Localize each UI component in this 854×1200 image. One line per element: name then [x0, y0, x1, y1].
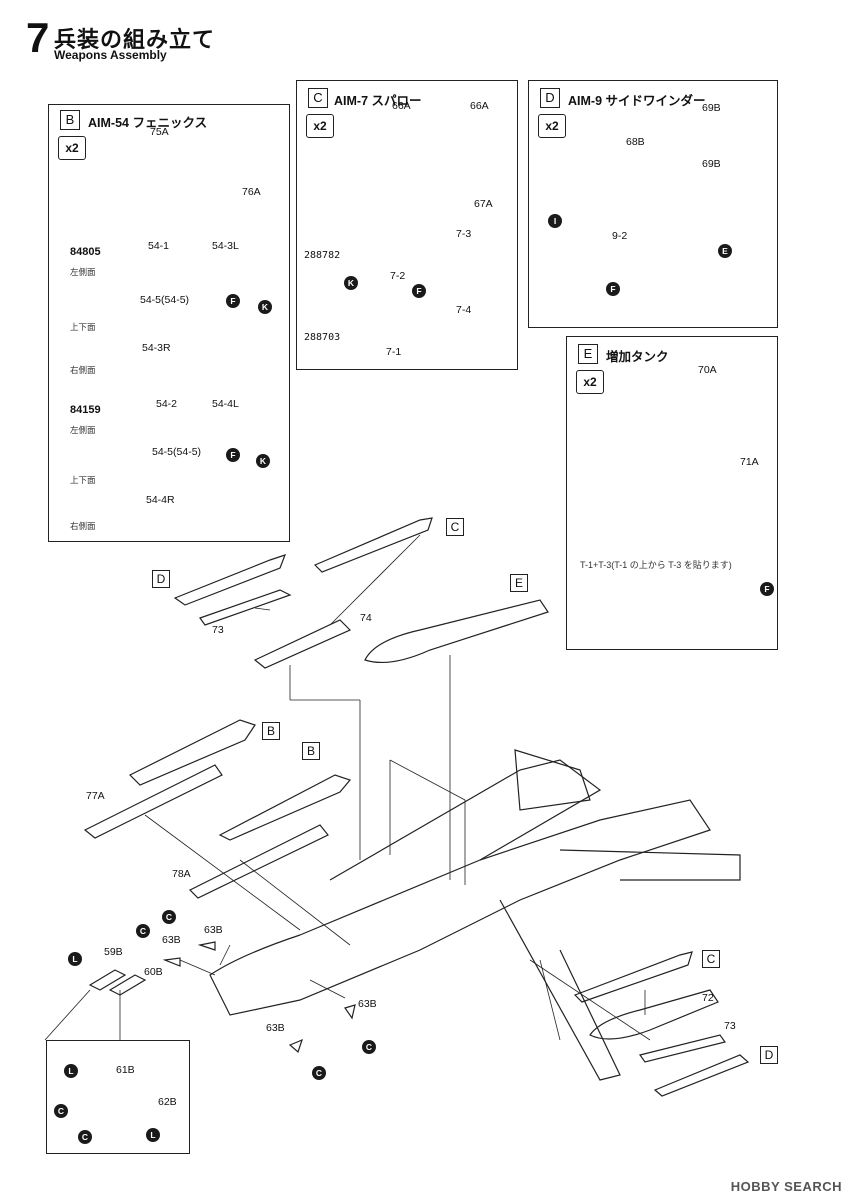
panel-b-title: AIM-54 フェニックス	[88, 116, 208, 130]
marking-f: F	[606, 282, 620, 296]
marking-f: F	[760, 582, 774, 596]
part-label: 59B	[104, 946, 123, 958]
part-label: 75A	[150, 126, 169, 138]
callout-c: C	[446, 518, 464, 536]
marking-c: C	[312, 1066, 326, 1080]
decal-note: T-1+T-3(T-1 の上から T-3 を貼ります)	[580, 560, 732, 570]
part-label: 69B	[702, 158, 721, 170]
part-label: 62B	[158, 1096, 177, 1108]
panel-b-qty: x2	[58, 136, 86, 160]
panel-d-letter: D	[540, 88, 560, 108]
marking-i: I	[548, 214, 562, 228]
view-label: 右側面	[70, 521, 96, 531]
part-label: 63B	[358, 998, 377, 1010]
part-label: 69B	[702, 102, 721, 114]
part-label: 67A	[474, 198, 493, 210]
view-label: 上下面	[70, 475, 96, 485]
decal-code: 84805	[70, 246, 101, 258]
decal-label: 54-4L	[212, 398, 239, 410]
part-label: 72	[702, 992, 714, 1004]
panel-b-aim54	[48, 104, 290, 542]
part-label: 77A	[86, 790, 105, 802]
marking-c: C	[136, 924, 150, 938]
part-label: 61B	[116, 1064, 135, 1076]
marking-k: K	[256, 454, 270, 468]
view-label: 上下面	[70, 322, 96, 332]
part-label: 74	[360, 612, 372, 624]
marking-k: K	[344, 276, 358, 290]
marking-l: L	[64, 1064, 78, 1078]
marking-f: F	[412, 284, 426, 298]
decal-label: 54-4R	[146, 494, 175, 506]
inset-parts-61-62	[46, 1040, 190, 1154]
part-label: 73	[212, 624, 224, 636]
marking-f: F	[226, 294, 240, 308]
callout-e: E	[510, 574, 528, 592]
callout-b: B	[262, 722, 280, 740]
decal-label: 54-1	[148, 240, 170, 252]
step-title-en: Weapons Assembly	[54, 48, 167, 62]
view-label: 右側面	[70, 365, 96, 375]
callout-c: C	[702, 950, 720, 968]
step-title-jp: 兵装の組み立て	[54, 27, 216, 52]
decal-code: 288782	[304, 250, 341, 261]
marking-k: K	[258, 300, 272, 314]
panel-e-title: 増加タンク	[606, 350, 669, 364]
part-label: 68B	[626, 136, 645, 148]
panel-e-letter: E	[578, 344, 598, 364]
part-label: 63B	[266, 1022, 285, 1034]
part-label: 78A	[172, 868, 191, 880]
marking-c: C	[362, 1040, 376, 1054]
part-label: 66A	[392, 100, 411, 112]
decal-label: 7-4	[456, 304, 472, 316]
decal-label: 54-2	[156, 398, 178, 410]
part-label: 70A	[698, 364, 717, 376]
watermark: HOBBY SEARCH	[730, 1179, 842, 1194]
panel-c-qty: x2	[306, 114, 334, 138]
part-label: 73	[724, 1020, 736, 1032]
view-label: 左側面	[70, 425, 96, 435]
decal-label: 54-5(54-5)	[140, 294, 190, 306]
marking-l: L	[146, 1128, 160, 1142]
marking-c: C	[162, 910, 176, 924]
decal-label: 7-3	[456, 228, 472, 240]
marking-c: C	[54, 1104, 68, 1118]
part-label: 63B	[162, 934, 181, 946]
view-label: 左側面	[70, 267, 96, 277]
decal-label: 54-3L	[212, 240, 239, 252]
panel-e-qty: x2	[576, 370, 604, 394]
part-label: 66A	[470, 100, 489, 112]
part-label: 63B	[204, 924, 223, 936]
decal-label: 7-2	[390, 270, 406, 282]
panel-c-title: AIM-7 スパロー	[334, 94, 422, 108]
decal-label: 7-1	[386, 346, 402, 358]
part-label: 76A	[242, 186, 261, 198]
decal-code: 84159	[70, 404, 101, 416]
decal-label: 54-5(54-5)	[152, 446, 202, 458]
panel-b-letter: B	[60, 110, 80, 130]
part-label: 60B	[144, 966, 163, 978]
panel-d-aim9	[528, 80, 778, 328]
panel-c-letter: C	[308, 88, 328, 108]
part-label: 71A	[740, 456, 759, 468]
step-number: 7	[26, 14, 50, 61]
marking-f: F	[226, 448, 240, 462]
marking-e: E	[718, 244, 732, 258]
decal-label: 54-3R	[142, 342, 171, 354]
decal-code: 288703	[304, 332, 341, 343]
marking-c: C	[78, 1130, 92, 1144]
panel-d-title: AIM-9 サイドワインダー	[568, 94, 706, 108]
callout-d: D	[152, 570, 170, 588]
panel-d-qty: x2	[538, 114, 566, 138]
decal-label: 9-2	[612, 230, 628, 242]
callout-b: B	[302, 742, 320, 760]
callout-d: D	[760, 1046, 778, 1064]
marking-l: L	[68, 952, 82, 966]
